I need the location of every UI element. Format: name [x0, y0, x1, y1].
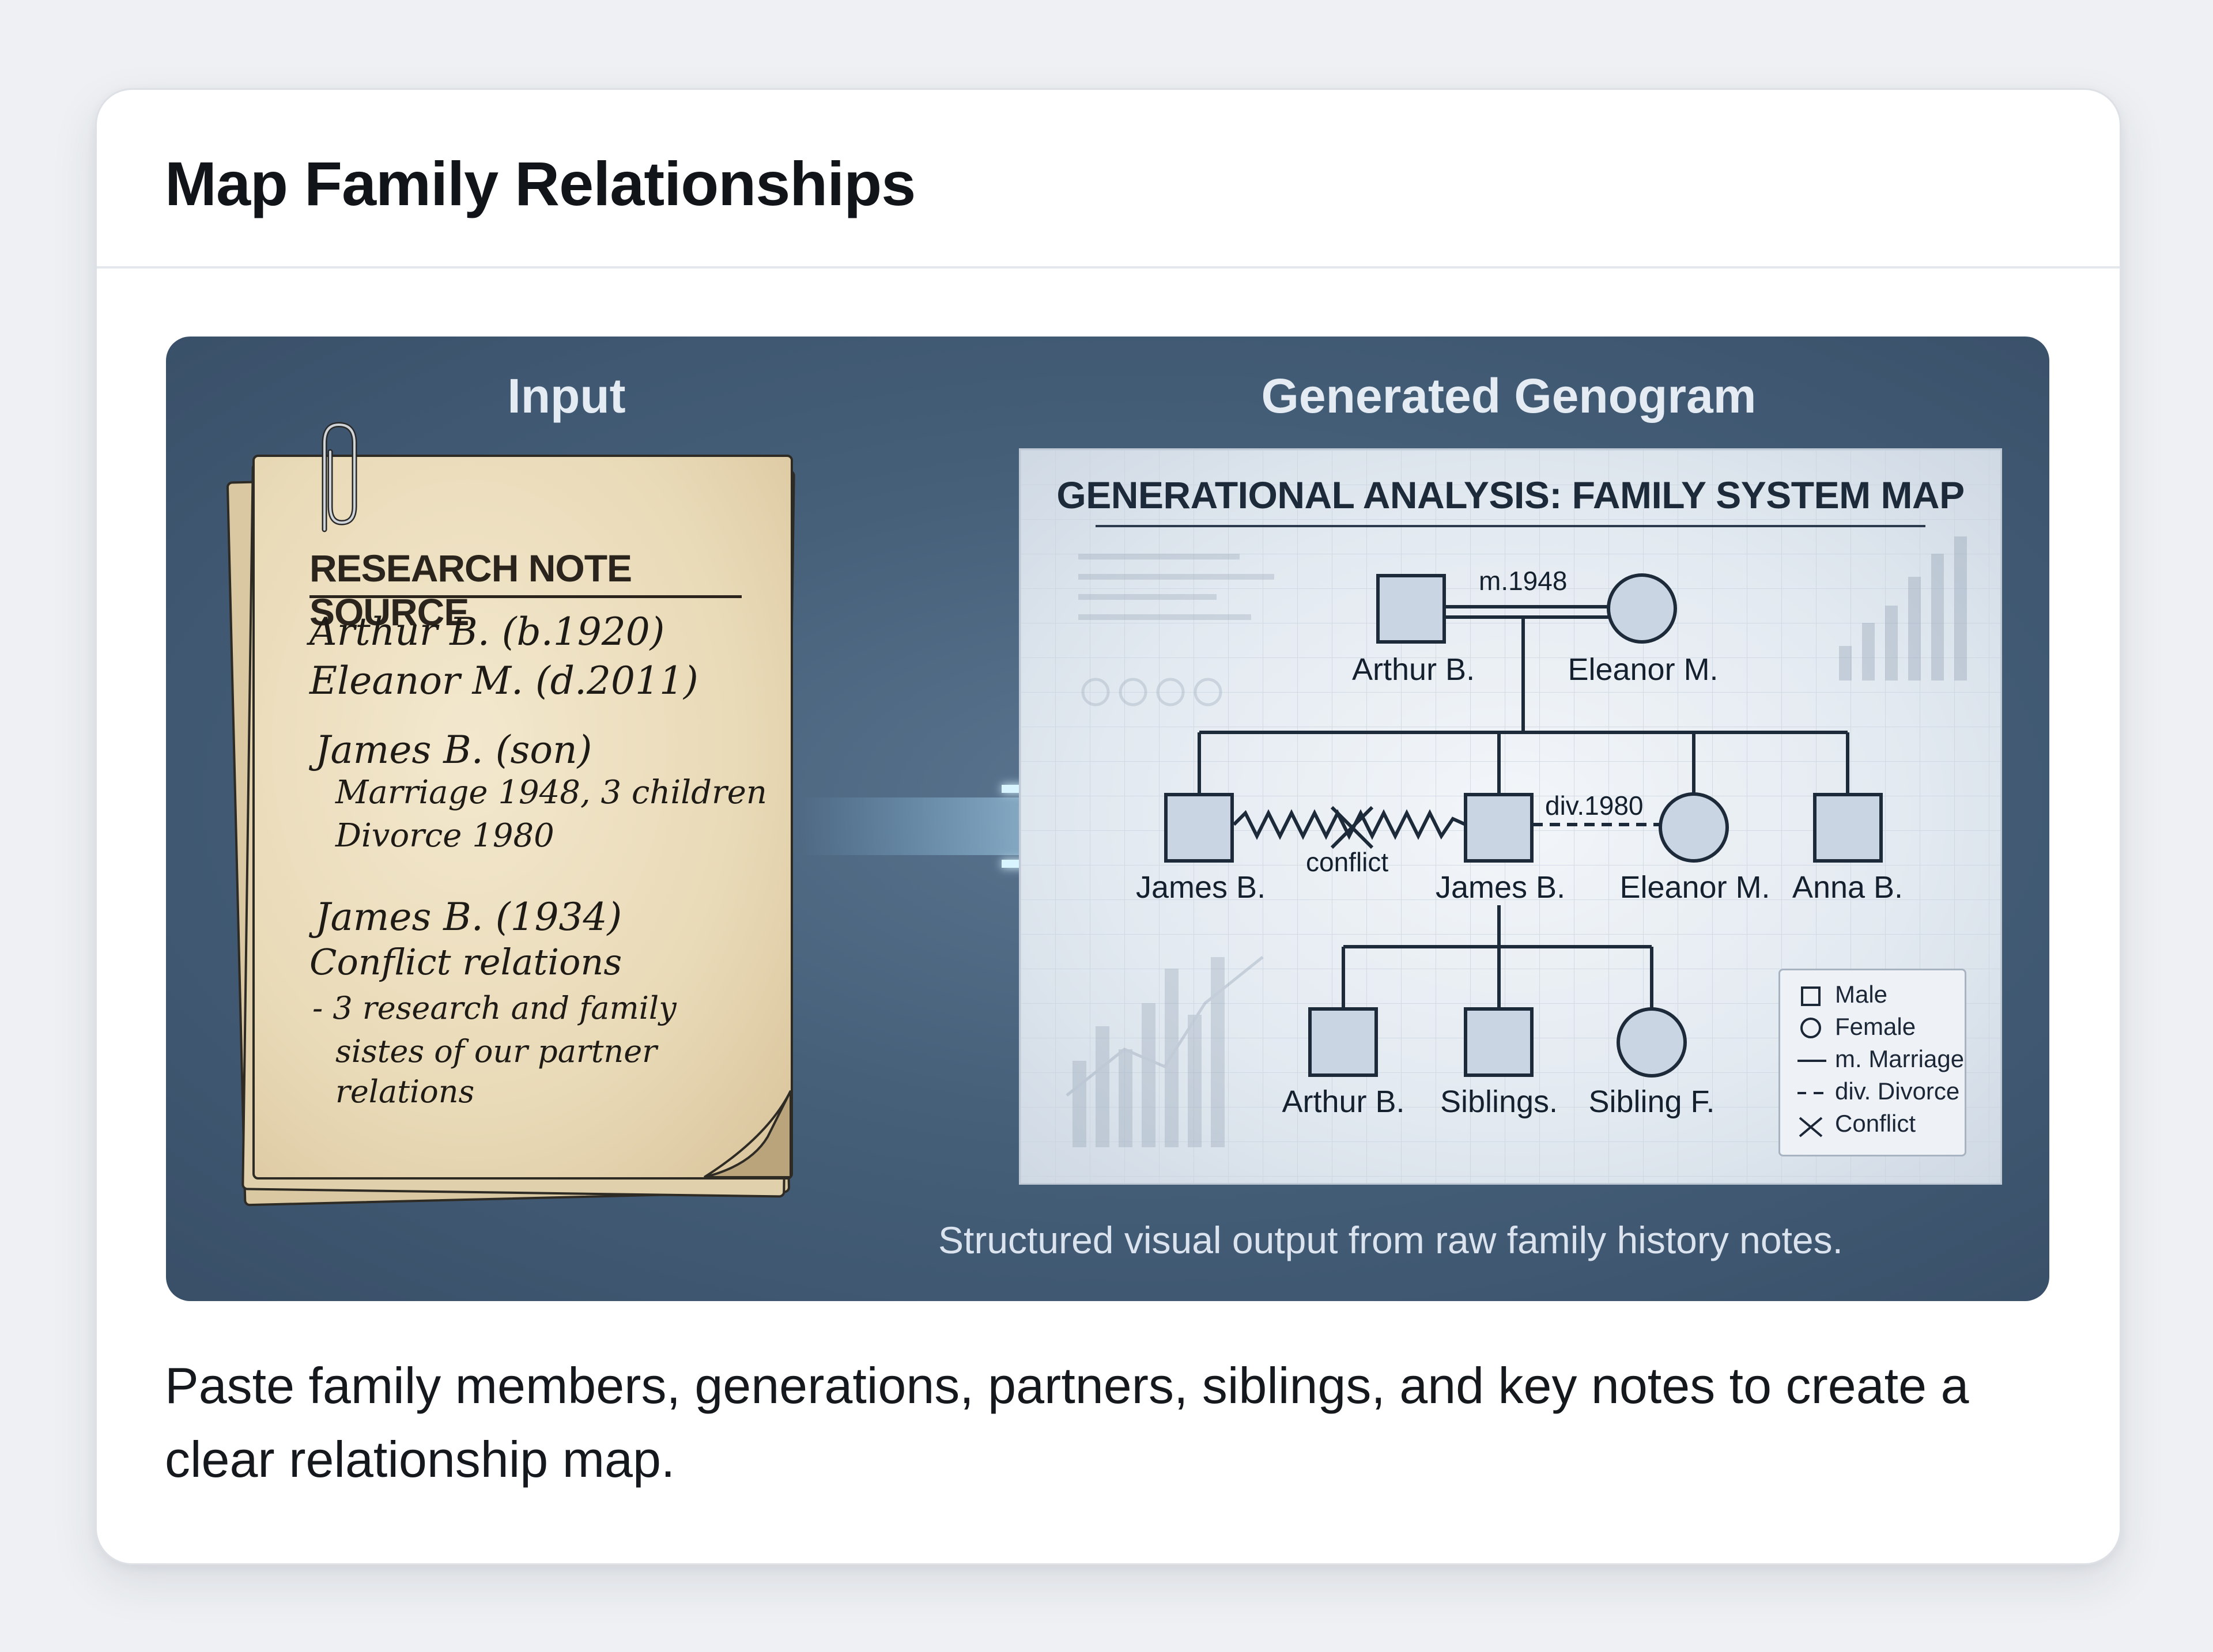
note-line: Conflict relations — [309, 941, 622, 983]
gen2-name: James B. — [1436, 870, 1566, 905]
research-notes: RESEARCH NOTE SOURCE Arthur B. (b.1920) … — [166, 337, 858, 1301]
node-male-james — [1164, 793, 1234, 863]
node-male-siblings — [1464, 1007, 1534, 1077]
card-title: Map Family Relationships — [165, 149, 916, 218]
node-male-arthur — [1376, 574, 1446, 644]
legend: Male Female m. Marriage div. Divorce Con… — [1778, 969, 1966, 1156]
legend-marriage: m. Marriage — [1835, 1045, 1965, 1072]
output-heading: Generated Genogram — [1261, 369, 1757, 423]
genogram-title: GENERATIONAL ANALYSIS: FAMILY SYSTEM MAP — [1056, 474, 1965, 516]
node-female-eleanor — [1607, 573, 1677, 644]
marriage-label: m.1948 — [1479, 566, 1568, 596]
panel-caption: Structured visual output from raw family… — [938, 1219, 1843, 1261]
gen2-name: Anna B. — [1792, 870, 1904, 905]
legend-divorce: div. Divorce — [1835, 1078, 1960, 1105]
preview-panel: Input Generated Genogram RESEARCH NOTE S… — [166, 337, 2049, 1301]
note-line: relations — [335, 1073, 475, 1110]
node-male-arthur-2 — [1308, 1007, 1378, 1077]
legend-symbols — [1797, 986, 1826, 1137]
genogram: GENERATIONAL ANALYSIS: FAMILY SYSTEM MAP — [1019, 448, 2002, 1185]
node-female-eleanor-2 — [1659, 792, 1729, 863]
gen2-name: James B. — [1136, 870, 1266, 905]
paper-sheet-front: RESEARCH NOTE SOURCE Arthur B. (b.1920) … — [252, 455, 793, 1180]
input-heading: Input — [507, 369, 626, 423]
paperclip-icon — [322, 422, 357, 532]
divorce-label: div.1980 — [1545, 791, 1644, 821]
gen2-name: Eleanor M. — [1619, 870, 1770, 905]
note-line: Eleanor M. (d.2011) — [309, 659, 698, 703]
gen1-name: Eleanor M. — [1568, 652, 1719, 687]
node-male-james-2 — [1464, 793, 1534, 863]
card: Map Family Relationships Input Generated… — [95, 88, 2121, 1565]
note-line: Marriage 1948, 3 children — [335, 774, 767, 811]
legend-conflict: Conflict — [1835, 1110, 1916, 1137]
genogram-connectors — [1164, 573, 1883, 1078]
gen3-name: Siblings. — [1440, 1084, 1558, 1119]
card-description: Paste family members, generations, partn… — [165, 1357, 1969, 1488]
node-female-sibling-f — [1617, 1007, 1687, 1078]
note-line: Divorce 1980 — [335, 817, 554, 855]
page-curl-icon — [703, 1090, 791, 1177]
legend-male: Male — [1835, 981, 1888, 1008]
legend-female: Female — [1835, 1013, 1916, 1040]
note-line: James B. (1934) — [315, 895, 622, 939]
note-divider — [309, 595, 742, 598]
gen3-name: Sibling F. — [1588, 1084, 1715, 1119]
card-header: Map Family Relationships — [97, 90, 2120, 269]
gen1-name: Arthur B. — [1352, 652, 1475, 687]
note-line: sistes of our partner — [335, 1033, 657, 1069]
title-underline — [1096, 525, 1925, 527]
note-line: Arthur B. (b.1920) — [309, 610, 665, 654]
gen3-name: Arthur B. — [1282, 1084, 1405, 1119]
conflict-label: conflict — [1306, 847, 1389, 877]
node-male-anna — [1813, 793, 1883, 863]
note-line: James B. (son) — [315, 728, 592, 772]
note-line: - 3 research and family — [312, 990, 677, 1026]
